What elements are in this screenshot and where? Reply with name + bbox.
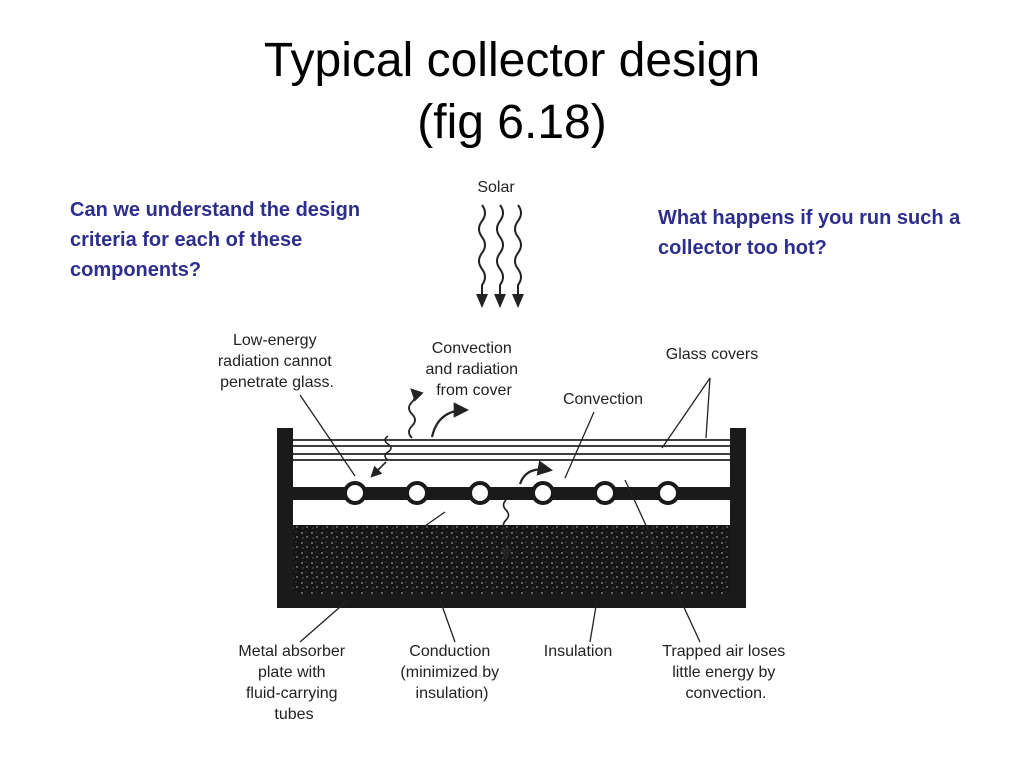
collector-box	[277, 428, 746, 608]
label-conduction: Conduction (minimized by insulation)	[400, 643, 503, 702]
solar-arrowheads	[476, 294, 524, 308]
label-trapped-air: Trapped air loses little energy by conve…	[662, 643, 789, 702]
solar-rays	[478, 204, 522, 300]
title-line-2: (fig 6.18)	[417, 96, 607, 149]
title-line-1: Typical collector design	[263, 34, 761, 87]
label-convection-radiation: Convection and radiation from cover	[426, 340, 523, 399]
label-glass-covers: Glass covers	[666, 346, 758, 363]
leader-lines	[299, 377, 711, 643]
fluid-tubes	[343, 481, 680, 505]
conduction-wave	[500, 499, 512, 561]
glass-covers	[293, 439, 730, 461]
air-convection-arrow	[518, 460, 554, 485]
label-convection: Convection	[563, 391, 643, 408]
slide-title: Typical collector design (fig 6.18)	[0, 30, 1024, 154]
lowenergy-reflect-arrow	[370, 461, 387, 478]
cover-convection-arrow	[430, 402, 470, 438]
solar-label: Solar	[477, 179, 515, 196]
cover-radiation-wave	[408, 388, 424, 439]
label-insulation: Insulation	[544, 643, 613, 660]
lowenergy-wave	[384, 435, 392, 461]
label-metal-absorber: Metal absorber plate with fluid-carrying…	[238, 643, 349, 723]
question-design-criteria: Can we understand the design criteria fo…	[70, 199, 361, 281]
absorber-plate	[293, 487, 730, 500]
insulation-layer	[293, 525, 730, 594]
label-low-energy: Low-energy radiation cannot penetrate gl…	[218, 332, 336, 391]
question-run-too-hot: What happens if you run such a collector…	[658, 207, 961, 259]
